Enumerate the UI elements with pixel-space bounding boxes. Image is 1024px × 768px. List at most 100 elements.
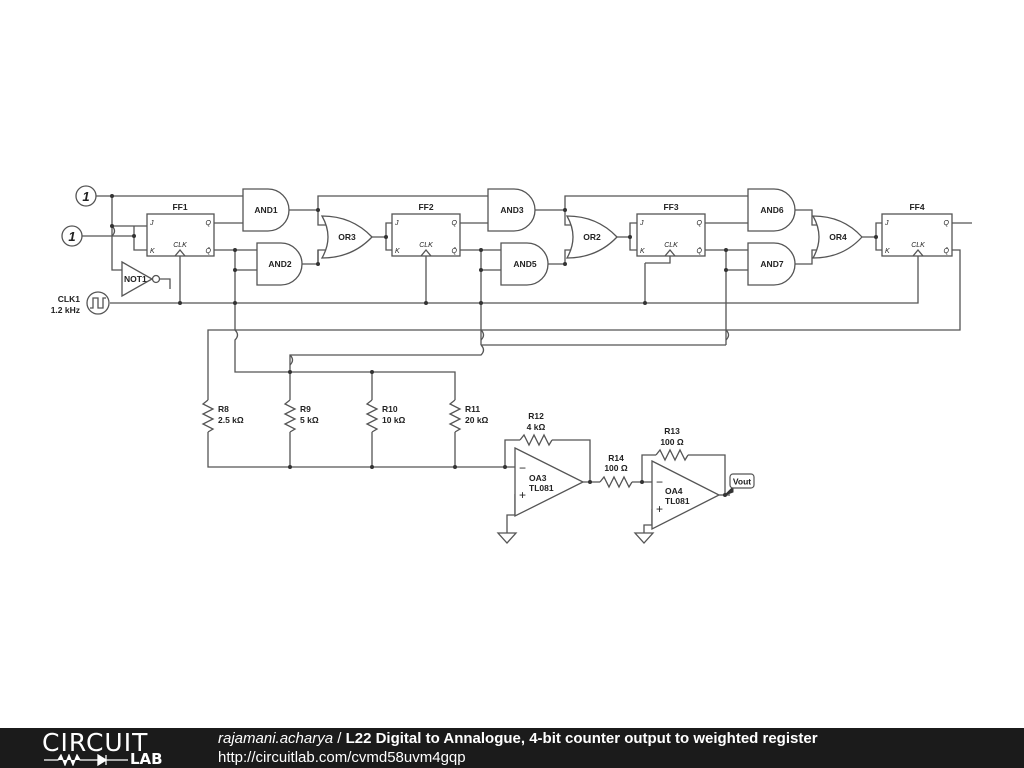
or-gate-or2[interactable]: OR2 [565, 215, 618, 259]
ff3-pin-j: J [639, 220, 644, 227]
ff3-pin-qbar: Q̄ [697, 247, 703, 255]
ff1-pin-clk: CLK [173, 242, 187, 249]
ff1-label: FF1 [172, 202, 187, 212]
r14-name: R14 [608, 453, 624, 463]
resistor-r9[interactable]: R9 5 kΩ [283, 399, 319, 433]
ground-icon [496, 532, 518, 544]
and3-label: AND3 [500, 205, 523, 215]
ff4-pin-qbar: Q̄ [944, 247, 950, 255]
r8-value: 2.5 kΩ [218, 415, 244, 425]
oa4-minus: − [656, 475, 663, 489]
r11-name: R11 [465, 404, 480, 414]
schematic-canvas: 1 1 CLK1 1.2 kHz NOT1 FF1 J K Q Q̄ CLK F… [51, 185, 972, 544]
ff2-pin-clk: CLK [419, 242, 433, 249]
oa4-plus: + [656, 502, 663, 516]
and-gate-and7[interactable]: AND7 [747, 242, 796, 286]
ff1-pin-j: J [149, 220, 154, 227]
oa4-name: OA4 [665, 486, 683, 496]
flipflop-ff3[interactable]: FF3 J K Q Q̄ CLK [636, 202, 706, 257]
resistor-r13[interactable]: R13 100 Ω [655, 426, 689, 462]
circuit-url[interactable]: http://circuitlab.com/cvmd58uvm4gqp [218, 749, 466, 766]
credit-separator: / [333, 730, 346, 747]
r9-value: 5 kΩ [300, 415, 319, 425]
clock-name: CLK1 [58, 294, 80, 304]
vout-probe[interactable]: Vout [724, 473, 755, 496]
resistor-r14[interactable]: R14 100 Ω [599, 453, 633, 489]
ff1-pin-k: K [150, 248, 155, 255]
clock-frequency: 1.2 kHz [51, 305, 80, 315]
or3-label: OR3 [338, 232, 356, 242]
and-gate-and2[interactable]: AND2 [256, 242, 303, 286]
r13-name: R13 [664, 426, 680, 436]
r8-name: R8 [218, 404, 229, 414]
logo-word: CIRCUIT [42, 728, 149, 757]
source-top-label: 1 [82, 189, 89, 204]
r11-value: 20 kΩ [465, 415, 489, 425]
author-link[interactable]: rajamani.acharya [218, 730, 334, 747]
clock-source[interactable]: CLK1 1.2 kHz [51, 291, 110, 315]
ff3-pin-q: Q [697, 220, 703, 227]
and7-label: AND7 [760, 259, 783, 269]
or-gate-or4[interactable]: OR4 [811, 215, 863, 259]
oa3-plus: + [519, 488, 526, 502]
credit-line: rajamani.acharya / L22 Digital to Annalo… [218, 730, 818, 748]
r13-value: 100 Ω [660, 437, 684, 447]
ff2-label: FF2 [418, 202, 433, 212]
ff4-pin-q: Q [944, 220, 950, 227]
and1-label: AND1 [254, 205, 277, 215]
r9-name: R9 [300, 404, 311, 414]
ff4-pin-clk: CLK [911, 242, 925, 249]
r10-value: 10 kΩ [382, 415, 406, 425]
circuit-title: L22 Digital to Annalogue, 4-bit counter … [345, 730, 818, 747]
oa3-minus: − [519, 461, 526, 475]
oa4-part: TL081 [665, 496, 690, 506]
resistor-r12[interactable]: R12 4 kΩ [519, 411, 553, 447]
ground-icon [633, 532, 655, 544]
ff4-label: FF4 [909, 202, 924, 212]
not1-label: NOT1 [124, 274, 147, 284]
ff3-label: FF3 [663, 202, 678, 212]
or4-label: OR4 [829, 232, 847, 242]
ff4-pin-j: J [884, 220, 889, 227]
logic-one-source-top[interactable]: 1 [75, 185, 97, 207]
r12-value: 4 kΩ [527, 422, 546, 432]
and5-label: AND5 [513, 259, 536, 269]
and-gate-and6[interactable]: AND6 [747, 188, 796, 232]
wires [82, 195, 972, 533]
ff3-pin-k: K [640, 248, 645, 255]
circuitlab-logo[interactable]: CIRCUIT LAB [42, 728, 182, 768]
and-gate-and1[interactable]: AND1 [242, 188, 290, 232]
and-gate-and3[interactable]: AND3 [487, 188, 536, 232]
and-gate-and5[interactable]: AND5 [500, 242, 549, 286]
and6-label: AND6 [760, 205, 783, 215]
opamp-oa4[interactable]: − + OA4 TL081 [651, 459, 721, 531]
or-gate-or3[interactable]: OR3 [320, 215, 373, 259]
flipflop-ff4[interactable]: FF4 J K Q Q̄ CLK [881, 202, 953, 257]
logo-sub: LAB [130, 750, 163, 768]
ff2-pin-qbar: Q̄ [452, 247, 458, 255]
ff3-pin-clk: CLK [664, 242, 678, 249]
resistor-r10[interactable]: R10 10 kΩ [365, 399, 406, 433]
flipflop-ff1[interactable]: FF1 J K Q Q̄ CLK [146, 202, 215, 257]
not-gate-not1[interactable]: NOT1 [121, 260, 161, 298]
resistor-r8[interactable]: R8 2.5 kΩ [201, 399, 244, 433]
ff4-pin-k: K [885, 248, 890, 255]
oa3-name: OA3 [529, 473, 547, 483]
r10-name: R10 [382, 404, 398, 414]
oa3-part: TL081 [529, 483, 554, 493]
ff1-pin-qbar: Q̄ [206, 247, 212, 255]
r12-name: R12 [528, 411, 544, 421]
square-wave-icon [90, 297, 106, 309]
ff2-pin-j: J [394, 220, 399, 227]
r14-value: 100 Ω [604, 463, 628, 473]
resistor-r11[interactable]: R11 20 kΩ [448, 399, 489, 433]
ff2-pin-k: K [395, 248, 400, 255]
logic-one-source-bottom[interactable]: 1 [61, 225, 83, 247]
and2-label: AND2 [268, 259, 291, 269]
source-bottom-label: 1 [68, 229, 75, 244]
footer-bar: CIRCUIT LAB rajamani.acharya / L22 Digit… [0, 728, 1024, 768]
junction-dots [110, 194, 878, 497]
flipflop-ff2[interactable]: FF2 J K Q Q̄ CLK [391, 202, 461, 257]
opamp-oa3[interactable]: − + OA3 TL081 [514, 446, 585, 518]
ff1-pin-q: Q [206, 220, 212, 227]
